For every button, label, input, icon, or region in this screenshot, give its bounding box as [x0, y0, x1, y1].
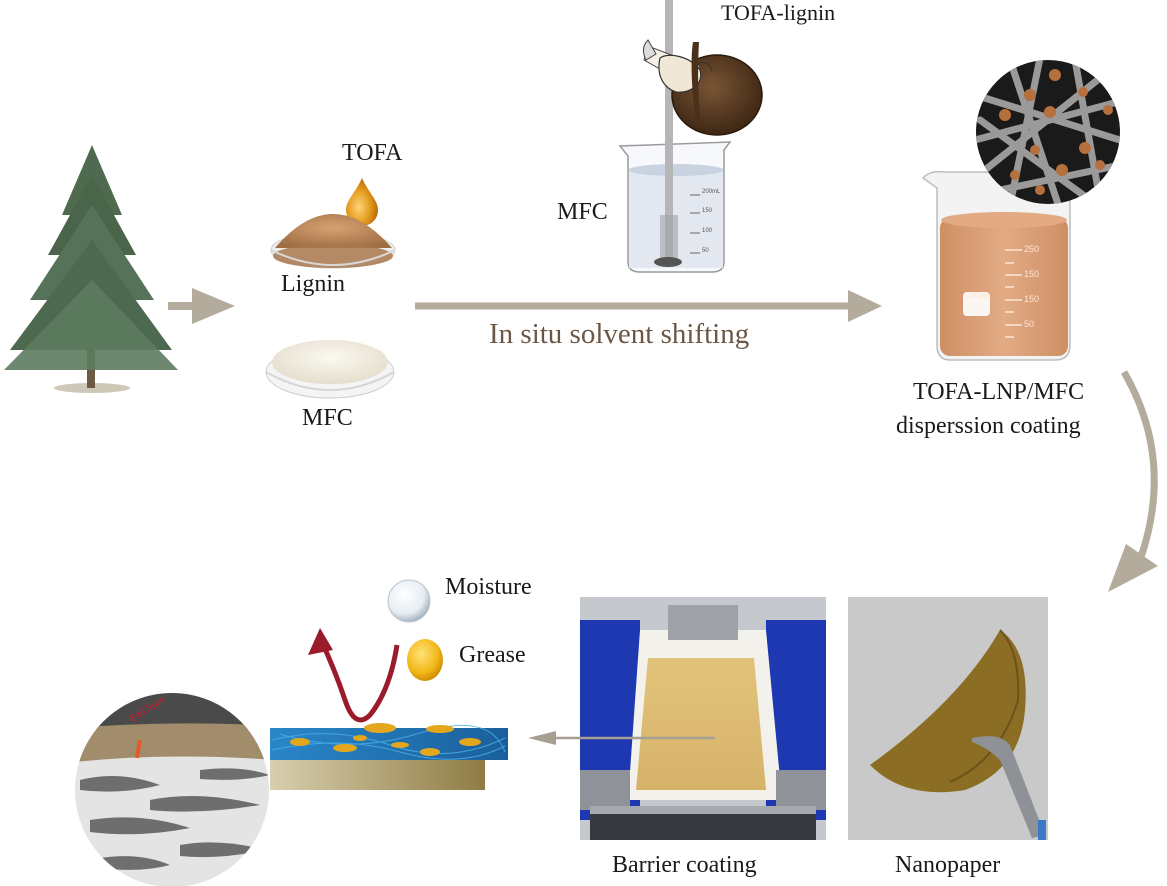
- nanopaper-photo: [848, 597, 1048, 840]
- pine-tree-icon: [4, 145, 178, 393]
- tofa-label: TOFA: [342, 140, 403, 166]
- scale-mark-2: 150: [1024, 269, 1040, 279]
- scale-mark-1: 250: [1024, 244, 1040, 254]
- scale-mark-4: 50: [1024, 319, 1035, 329]
- grease-droplet-icon: [407, 639, 443, 681]
- nanofiber-network-inset: [976, 60, 1120, 204]
- barrier-coating-photo: [580, 597, 826, 840]
- sem-cross-section-inset: [75, 693, 269, 886]
- dispersion-beaker-volume-label: 200mL: [966, 291, 991, 300]
- grease-label: Grease: [459, 642, 526, 668]
- dispersion-beaker-icon: [921, 170, 1076, 361]
- mfc-scale-mark-4: 50: [702, 248, 709, 254]
- moisture-droplet-icon: [387, 579, 431, 623]
- mfc-scale-mark-2: 150: [702, 208, 713, 214]
- dispersion-label-line2: disperssion coating: [896, 413, 1081, 439]
- scale-mark-3: 150: [1024, 294, 1040, 304]
- mfc-raw-label: MFC: [302, 405, 353, 431]
- tofa-lignin-flask-icon: [642, 39, 763, 136]
- moisture-label: Moisture: [445, 574, 532, 600]
- mfc-dish-icon: [265, 340, 395, 399]
- dispersion-label-line1: TOFA-LNP/MFC: [913, 379, 1085, 405]
- arrow-tree-to-materials: [168, 288, 235, 324]
- tofa-lignin-label: TOFA-lignin: [721, 0, 836, 25]
- repel-arrow-icon: [308, 628, 400, 723]
- solvent-shifting-label: In situ solvent shifting: [489, 318, 750, 350]
- nanopaper-label: Nanopaper: [895, 852, 1001, 878]
- mfc-beaker-icon: [618, 0, 732, 273]
- arrow-solvent-shifting: [415, 290, 882, 322]
- lignin-label: Lignin: [281, 271, 345, 297]
- arrow-barrier-to-layer: [528, 731, 715, 745]
- mfc-beaker-label: MFC: [557, 199, 608, 225]
- mfc-scale-mark-3: 100: [702, 228, 713, 234]
- coated-layer-illustration: [270, 723, 508, 790]
- mfc-scale-mark-1: 200mL: [702, 189, 721, 195]
- arrow-dispersion-to-nanopaper: [1108, 370, 1158, 592]
- tofa-drop-icon: [346, 178, 378, 226]
- barrier-coating-label: Barrier coating: [612, 852, 757, 878]
- lignin-dish-icon: [270, 214, 396, 269]
